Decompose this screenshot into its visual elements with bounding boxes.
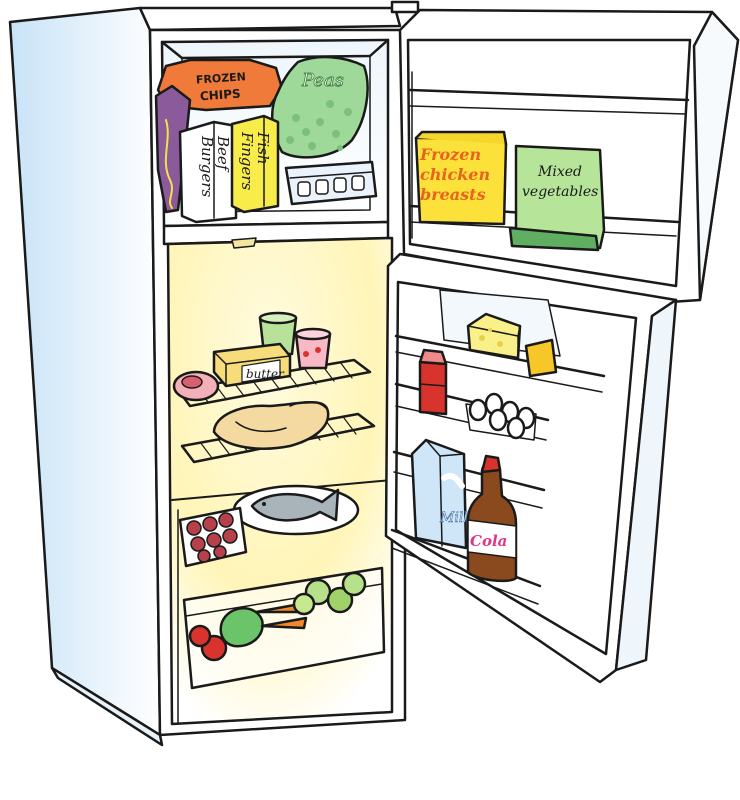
milk-label: Milk bbox=[439, 510, 472, 526]
fish-icon bbox=[232, 484, 360, 536]
eggs-icon bbox=[465, 392, 537, 441]
mixed-veg-label-line2: vegetables bbox=[522, 184, 598, 200]
mixed-vegetables-bag-icon: Mixed vegetables bbox=[508, 144, 606, 252]
milk-carton-icon: Milk bbox=[410, 438, 472, 550]
meat-tray-icon bbox=[178, 506, 248, 568]
ketchup-bottle-icon bbox=[418, 348, 448, 416]
cola-label: Cola bbox=[470, 532, 507, 550]
ice-tray-icon bbox=[284, 160, 378, 206]
butter-icon: butter bbox=[212, 342, 292, 388]
frozen-chips-label-line1: FROZEN bbox=[196, 70, 247, 86]
frozen-chips-bag-icon: FROZEN CHIPS bbox=[154, 58, 284, 214]
fish-fingers-label-line1: Fish bbox=[254, 131, 272, 165]
roast-chicken-icon bbox=[212, 401, 330, 450]
ham-icon bbox=[172, 370, 220, 402]
frozen-chicken-label-line1: Frozen bbox=[419, 145, 481, 164]
cheese-icon bbox=[466, 312, 522, 360]
yogurt-icon bbox=[258, 311, 332, 370]
fish-fingers-label-line2: Fingers bbox=[238, 131, 256, 191]
beef-burgers-label-line2: Burgers bbox=[198, 135, 216, 198]
frozen-chicken-label-line2: chicken bbox=[420, 165, 490, 184]
beef-burgers-label-line1: Beef bbox=[214, 135, 232, 173]
cola-bottle-icon: Cola bbox=[466, 454, 518, 583]
cheese-wedge-icon bbox=[524, 338, 558, 378]
butter-label: butter bbox=[246, 367, 285, 381]
peas-label: Peas bbox=[301, 70, 344, 91]
peas-bag-icon: Peas bbox=[271, 55, 369, 159]
frozen-chicken-label-line3: breasts bbox=[420, 185, 486, 204]
fridge-door[interactable] bbox=[384, 252, 678, 684]
chicken-box-icon: Frozen chicken breasts bbox=[414, 130, 508, 226]
frozen-chips-label-line2: CHIPS bbox=[199, 87, 241, 104]
mixed-veg-label-line1: Mixed bbox=[537, 164, 582, 180]
vegetables-drawer-icon bbox=[182, 566, 386, 690]
beef-burgers-box-icon: Beef Burgers bbox=[178, 120, 238, 224]
fish-fingers-box-icon: Fish Fingers bbox=[230, 114, 280, 214]
